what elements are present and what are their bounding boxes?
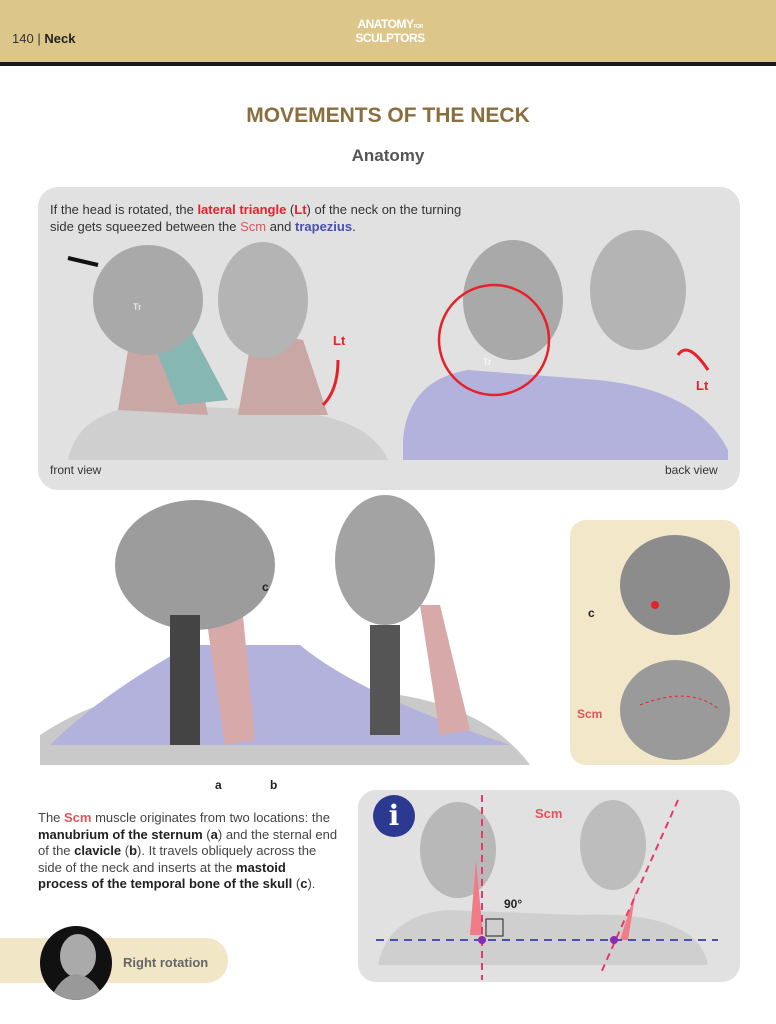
t: The [38,810,65,825]
term: b [129,843,138,858]
label-c: c [262,580,269,594]
scm-description: The Scm muscle originates from two locat… [38,810,338,893]
page-title: MOVEMENTS OF THE NECK [246,104,530,127]
intro-text: If the head is rotated, the lateral tria… [50,201,470,235]
term: manubrium of the sternum [38,826,203,842]
logo-for: FOR [413,24,424,30]
term: a [210,826,218,842]
term: c [300,876,308,891]
tr-label-back: Tr [483,357,491,367]
detail-label-scm: Scm [577,707,603,721]
info-illustration: Scm 90° [376,795,718,980]
t: muscle originates from two locations: th… [91,810,330,825]
t: ). [307,876,316,891]
label-a: a [215,778,222,792]
term: clavicle [74,843,122,858]
info-icon: i [373,795,415,837]
detail-label-c: c [588,606,595,620]
t: ( [292,876,301,891]
rotation-illustrations: Tr Lt Tr Lt [67,230,728,460]
logo-line1: ANATOMY [357,17,414,31]
lt-label-back: Lt [696,378,709,393]
page-number: 140 | Neck [12,31,75,46]
section-name: Neck [44,31,76,46]
scm-term: Scm [240,219,267,234]
lateral-triangle-term: lateral triangle [197,202,287,217]
angle-label: 90° [504,897,522,911]
front-view-label: front view [50,463,102,477]
page-subtitle: Anatomy [351,146,425,165]
header-divider [0,62,776,66]
t: ) and the sternal end of the [38,826,338,859]
t: ( [121,843,130,858]
logo-line2: SCULPTORS [355,31,425,45]
label-b: b [270,778,278,792]
back-view-heads [403,230,728,460]
lt-term: Lt [294,202,307,217]
trapezius-term: trapezius [295,219,353,234]
rotation-label: Right rotation [123,955,209,970]
detail-skulls [620,535,730,760]
term: mastoid process of the temporal bone of … [38,859,293,892]
back-view-label: back view [665,463,718,477]
front-view-heads [67,242,388,460]
page-header [0,0,776,62]
info-scm-label: Scm [535,806,562,821]
skull-neck-illustration [40,495,530,765]
t: . [352,219,356,234]
t: If the head is rotated, the [50,202,198,217]
tr-label: Tr [133,302,141,312]
rotation-tag [0,938,228,983]
t: ( [202,826,211,842]
lt-label-front: Lt [333,333,346,348]
t: ). It travels obliquely across the side … [38,843,317,875]
page-number-value: 140 [12,31,34,46]
t: and [266,219,296,234]
separator: | [37,31,41,46]
scm-term: Scm [64,810,92,825]
head-thumbnail [40,926,112,1000]
t: ) of the neck on the turning side gets s… [50,202,462,234]
t: ( [286,202,295,217]
